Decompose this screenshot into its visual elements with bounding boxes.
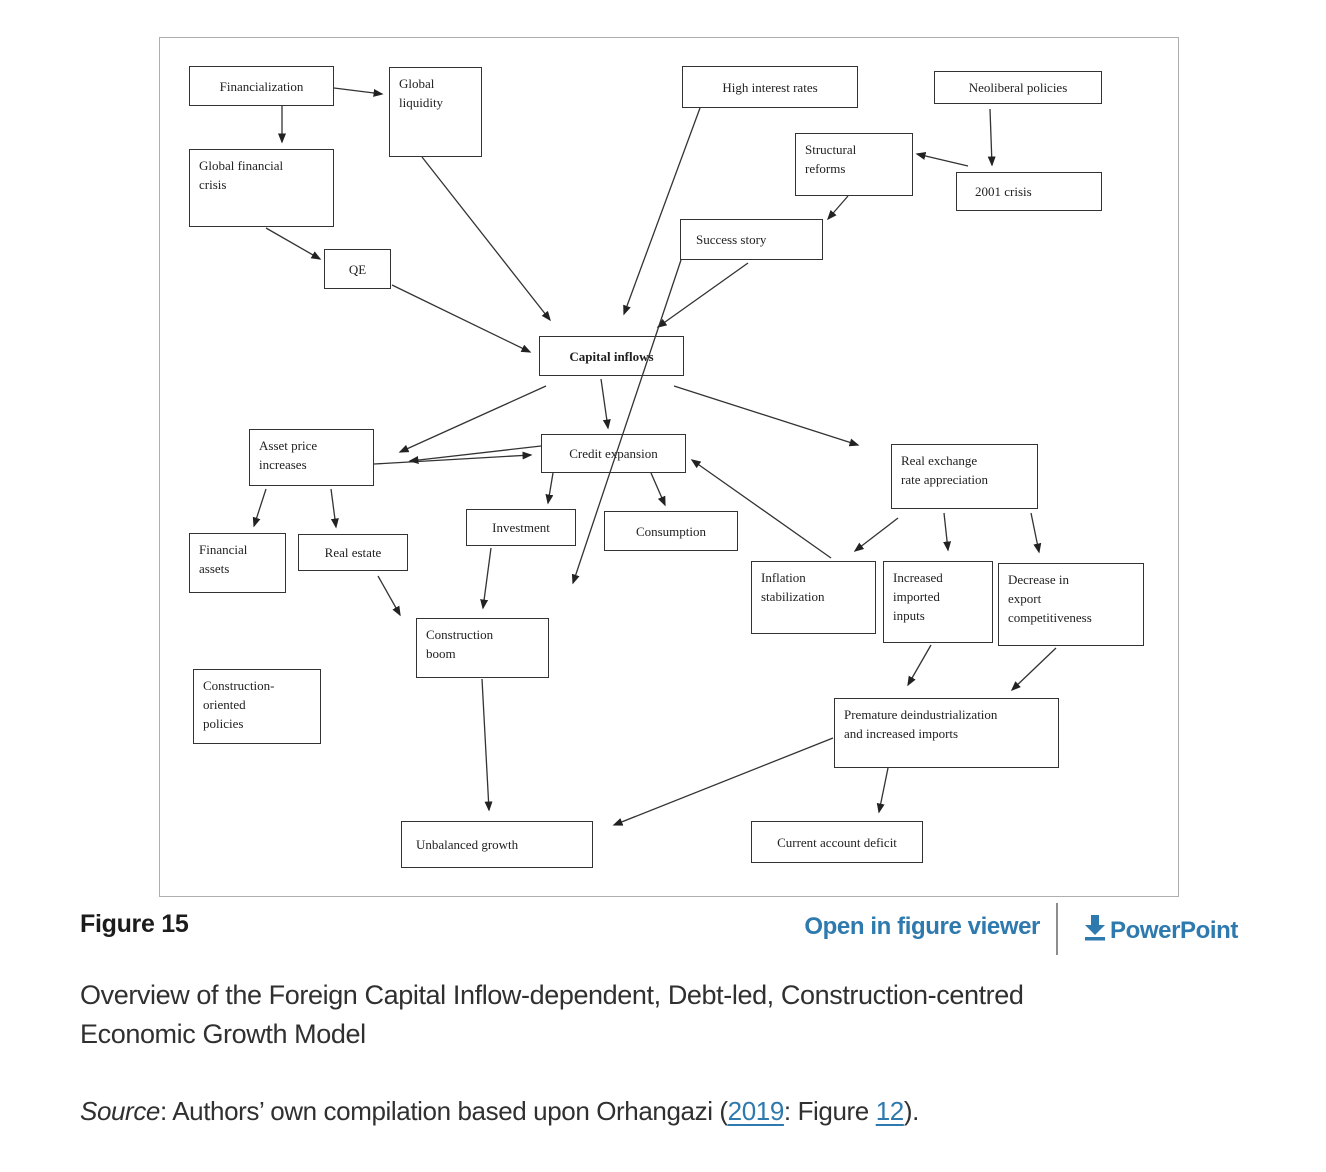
box-inflation-stabilization: Inflation stabilization bbox=[751, 561, 876, 634]
figure-source: Source: Authors’ own compilation based u… bbox=[80, 1096, 919, 1127]
arrow bbox=[391, 284, 532, 353]
arrow bbox=[333, 87, 384, 97]
box-real-exchange-rate-appreciation: Real exchange rate appreciation bbox=[891, 444, 1038, 509]
caption-line2: Economic Growth Model bbox=[80, 1019, 366, 1049]
arrow bbox=[373, 451, 533, 465]
arrow bbox=[656, 262, 749, 328]
box-structural-reforms: Structural reforms bbox=[795, 133, 913, 196]
source-text1: : Authors’ own compilation based upon Or… bbox=[159, 1096, 728, 1126]
arrow bbox=[907, 644, 932, 687]
arrow bbox=[876, 767, 889, 814]
arrow bbox=[545, 472, 554, 505]
arrow bbox=[252, 488, 267, 528]
box-global-liquidity: Global liquidity bbox=[389, 67, 482, 157]
arrow bbox=[330, 488, 339, 529]
powerpoint-label: PowerPoint bbox=[1110, 916, 1239, 944]
box-financial-assets: Financial assets bbox=[189, 533, 286, 593]
box-decrease-export-competitiveness: Decrease in export competitiveness bbox=[998, 563, 1144, 646]
arrow bbox=[987, 108, 996, 167]
arrow bbox=[650, 472, 666, 507]
box-current-account-deficit: Current account deficit bbox=[751, 821, 923, 863]
arrow bbox=[1030, 512, 1042, 554]
figure-label: Figure 15 bbox=[80, 910, 189, 938]
arrow bbox=[481, 678, 493, 812]
powerpoint-link[interactable]: PowerPoint bbox=[1083, 913, 1238, 948]
figure-caption: Overview of the Foreign Capital Inflow-d… bbox=[80, 976, 1290, 1054]
box-qe: QE bbox=[324, 249, 391, 289]
arrow bbox=[480, 547, 492, 610]
arrow bbox=[853, 517, 899, 552]
box-construction-boom: Construction boom bbox=[416, 618, 549, 678]
source-year-link[interactable]: 2019 bbox=[727, 1096, 785, 1126]
arrow bbox=[915, 152, 969, 167]
box-capital-inflows: Capital inflows bbox=[539, 336, 684, 376]
download-icon bbox=[1083, 913, 1107, 948]
arrow bbox=[943, 512, 952, 552]
arrow bbox=[600, 378, 611, 430]
source-text2: : Figure bbox=[783, 1096, 876, 1126]
arrow bbox=[265, 227, 322, 260]
arrow bbox=[612, 737, 834, 826]
source-figure-link[interactable]: 12 bbox=[875, 1096, 905, 1126]
arrow bbox=[408, 445, 542, 465]
open-in-figure-viewer-link[interactable]: Open in figure viewer bbox=[804, 913, 1040, 940]
box-credit-expansion: Credit expansion bbox=[541, 434, 686, 473]
arrow bbox=[421, 156, 551, 322]
source-label: Source bbox=[80, 1096, 160, 1126]
box-consumption: Consumption bbox=[604, 511, 738, 551]
arrow bbox=[827, 195, 849, 221]
box-increased-imported-inputs: Increased imported inputs bbox=[883, 561, 993, 643]
box-unbalanced-growth: Unbalanced growth bbox=[401, 821, 593, 868]
arrow bbox=[623, 107, 701, 316]
footer-divider bbox=[1056, 903, 1058, 955]
box-global-financial-crisis: Global financial crisis bbox=[189, 149, 334, 227]
box-asset-price-increases: Asset price increases bbox=[249, 429, 374, 486]
arrow bbox=[398, 385, 547, 453]
box-2001-crisis: 2001 crisis bbox=[956, 172, 1102, 211]
box-financialization: Financialization bbox=[189, 66, 334, 106]
box-high-interest-rates: High interest rates bbox=[682, 66, 858, 108]
box-success-story: Success story bbox=[680, 219, 823, 260]
caption-line1: Overview of the Foreign Capital Inflow-d… bbox=[80, 980, 1024, 1010]
box-construction-oriented-policies: Construction- oriented policies bbox=[193, 669, 321, 744]
arrow bbox=[377, 575, 401, 617]
box-neoliberal-policies: Neoliberal policies bbox=[934, 71, 1102, 104]
box-investment: Investment bbox=[466, 509, 576, 546]
source-text3: ). bbox=[903, 1096, 919, 1126]
box-premature-deindustrialization: Premature deindustrialization and increa… bbox=[834, 698, 1059, 768]
box-real-estate: Real estate bbox=[298, 534, 408, 571]
arrow bbox=[1010, 647, 1057, 692]
arrow bbox=[673, 385, 860, 447]
figure-panel: Financialization Global liquidity High int… bbox=[159, 37, 1179, 897]
